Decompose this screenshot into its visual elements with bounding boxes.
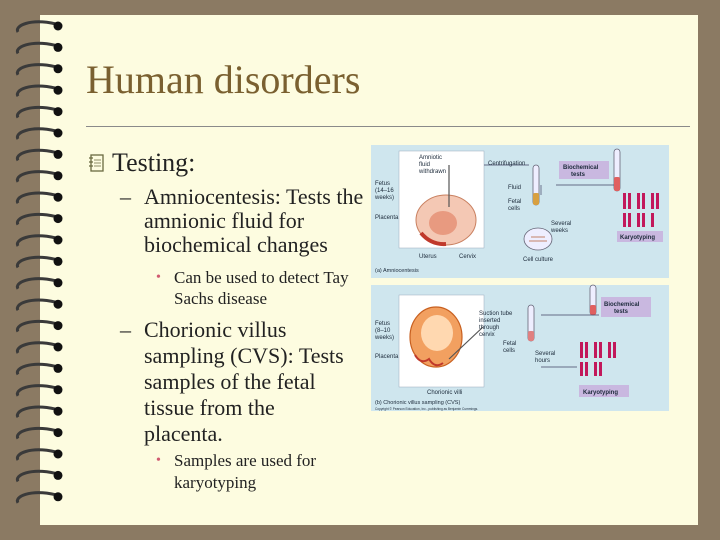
label-placenta-b: Placenta (375, 354, 399, 360)
spiral-ring (15, 469, 63, 483)
spiral-ring (15, 277, 63, 290)
label-chorionic-villi: Chorionic villi (427, 390, 462, 396)
label-karyotyping-b: Karyotyping (583, 390, 618, 396)
notebook-icon (89, 154, 104, 172)
label-uterus: Uterus (419, 254, 437, 260)
spiral-ring (15, 20, 63, 33)
caption-a: (a) Amniocentesis (375, 268, 419, 274)
label-centrifugation: Centrifugation (488, 161, 525, 167)
dash-marker: – (120, 317, 131, 342)
caption-b: (b) Chorionic villus sampling (CVS) (375, 400, 460, 406)
bullet-text: Testing: (112, 148, 196, 177)
slide-title: Human disorders (86, 57, 361, 102)
spiral-ring (15, 84, 63, 98)
spiral-ring (15, 127, 63, 140)
spiral-binding (15, 20, 63, 504)
spiral-ring (15, 170, 63, 183)
detail-karyotyping: • Samples are used for karyotyping (156, 450, 364, 494)
label-cervix: Cervix (459, 254, 476, 260)
sub-item-cvs: – Chorionic villus sampling (CVS): Tests… (120, 317, 354, 447)
spiral-ring (15, 148, 63, 162)
dash-marker: – (120, 184, 131, 209)
spiral-ring (15, 191, 63, 205)
spiral-ring (15, 212, 63, 226)
label-cell-culture: Cell culture (523, 257, 554, 263)
spiral-ring (15, 41, 63, 55)
sub-item-text: Chorionic villus sampling (CVS): Tests s… (144, 317, 344, 446)
bullet-dot: • (156, 453, 161, 468)
spiral-ring (15, 426, 63, 440)
spiral-ring (15, 234, 63, 247)
spiral-ring (15, 319, 63, 333)
title-divider (86, 126, 690, 127)
sub-item-amniocentesis: – Amniocentesis: Tests the amnionic flui… (120, 184, 364, 257)
label-placenta: Placenta (375, 215, 399, 221)
spiral-ring (15, 298, 63, 312)
spiral-ring (15, 405, 63, 419)
label-fluid: Fluid (508, 185, 521, 191)
spiral-ring (15, 384, 63, 397)
detail-text: Samples are used for karyotyping (174, 451, 317, 492)
sub-item-text: Amniocentesis: Tests the amnionic fluid … (144, 184, 364, 257)
spiral-ring (15, 255, 63, 269)
copyright-text: Copyright © Pearson Education, Inc., pub… (375, 407, 478, 411)
spiral-ring (15, 63, 63, 76)
spiral-ring (15, 105, 63, 119)
spiral-ring (15, 491, 63, 504)
detail-tay-sachs: • Can be used to detect Tay Sachs diseas… (156, 267, 364, 309)
bullet-testing: Testing: (89, 148, 196, 178)
spiral-ring (15, 448, 63, 461)
bullet-dot: • (156, 270, 161, 285)
spiral-ring (15, 341, 63, 354)
detail-text: Can be used to detect Tay Sachs disease (174, 268, 349, 308)
spiral-ring (15, 362, 63, 376)
label-karyotyping: Karyotyping (620, 235, 655, 241)
